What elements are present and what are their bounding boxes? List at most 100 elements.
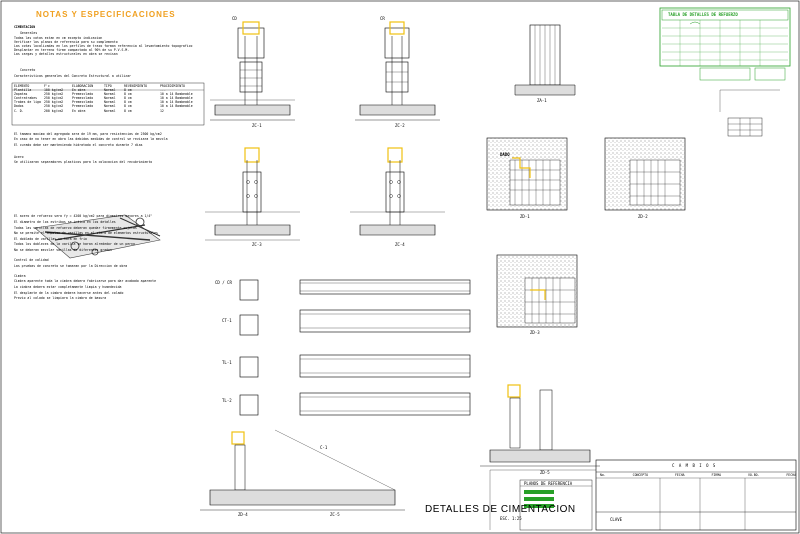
mix-table-cell: 8 cm [124, 108, 132, 113]
spec-paragraph: Acero [14, 154, 24, 159]
concreto-intro: Caracteristicas generales del Concreto E… [14, 74, 132, 78]
plan-zd2 [604, 137, 686, 211]
footing-zc1 [210, 21, 295, 121]
spec-paragraph: Control de calidad [14, 258, 49, 263]
spec-paragraph: Las pruebas de concreto se tomaran por l… [14, 263, 128, 268]
note-line: Desplantar en terreno firme compactado a… [14, 48, 130, 53]
label-zc3: ZC-3 [252, 242, 262, 247]
mix-table-cell: Premezclado [72, 96, 94, 101]
column-header: CONCEPTO [632, 473, 649, 477]
spec-paragraph: No se deberan mezclar varillas de difere… [14, 248, 112, 253]
mix-table-cell: 8 cm [124, 88, 132, 93]
label-zd3: ZD-3 [530, 330, 540, 335]
label-zd1: ZD-1 [520, 214, 530, 219]
mix-table-cell: 200 kg/cm2 [44, 108, 64, 113]
mix-header-cell: F'c [44, 84, 50, 88]
mix-table-cell: 250 kg/cm2 [44, 92, 64, 97]
footing-zc4 [350, 147, 445, 236]
title-block-header: C A M B I O S [672, 463, 717, 468]
mix-table-cell: En obra [72, 88, 86, 93]
mix-table-cell: Premezclado [72, 92, 94, 97]
mix-table-cell: 8 cm [124, 92, 132, 97]
label-cd: CD [232, 16, 237, 21]
mix-table-cell: 10 a 14 Bombeable [160, 104, 193, 109]
label-cd-cr: CD / CR [215, 280, 232, 285]
spec-paragraph: Cimbra [14, 273, 26, 278]
spec-paragraph: Previo al colado se limpiara la cimbra d… [14, 296, 107, 301]
mix-table-row: Dados 250 kg/cm2 Premezclado Normal 8 cm 10 a… [14, 104, 204, 108]
plan-zd3 [496, 254, 578, 328]
cimentacion-label: CIMENTACION [14, 25, 36, 29]
key-label: CLAVE [610, 517, 623, 522]
column-header: VO.BO. [747, 473, 760, 477]
beam-ct1 [239, 309, 471, 336]
title-block [489, 459, 797, 531]
label-za1: ZA-1 [537, 98, 547, 103]
spec-paragraph: La cimbra debera estar completamente lim… [14, 285, 122, 289]
mix-header-cell: ELEMENTO [14, 84, 30, 88]
note-line: Las cotas localizadas en los perfiles de… [14, 44, 193, 49]
label-axis: C-1 [320, 445, 328, 450]
label-zd2: ZD-2 [638, 214, 648, 219]
label-tl1: TL-1 [222, 360, 232, 365]
mix-table-cell: 10 a 14 Bombeable [160, 92, 193, 97]
concreto-label: Concreto [20, 68, 36, 72]
mix-table-cell: Plantilla [14, 88, 32, 93]
section-zd5 [480, 384, 600, 467]
general-label: Generales [20, 31, 38, 35]
mix-table-cell: 250 kg/cm2 [44, 96, 64, 101]
mix-table-cell: Contratrabes [14, 96, 38, 101]
reference-plan-label: PLANOS DE REFERENCIA [524, 481, 573, 486]
beam-tl2 [239, 392, 471, 416]
spec-paragraph: El diametro de los estribos se indica en… [14, 220, 116, 225]
mix-table-cell: 100 kg/cm2 [44, 88, 64, 93]
legend-small [719, 89, 780, 137]
mix-table-cell: 250 kg/cm2 [44, 100, 64, 105]
column-header: FIRMA [711, 473, 722, 477]
plan-zd1 [486, 137, 568, 211]
section-zd4 [200, 429, 405, 511]
note-line: Las cargas y detalles estructurales en o… [14, 52, 118, 57]
mix-table-cell: 8 cm [124, 100, 132, 105]
label-zc4: ZC-4 [395, 242, 405, 247]
mix-table-cell: C. D. [14, 108, 24, 113]
notes-title: NOTAS Y ESPECIFICACIONES [36, 10, 176, 19]
spec-paragraph: El doblado de varillas se hara en frio [14, 236, 87, 241]
mix-table-grid [11, 82, 205, 126]
mix-table-cell: Normal [104, 92, 116, 97]
mix-table-cell: Normal [104, 96, 116, 101]
mix-table-cell: Normal [104, 104, 116, 109]
note-line: Todas las cotas estan en cm excepto indi… [14, 36, 103, 40]
label-cr: CR [380, 16, 385, 21]
label-zd4: ZD-4 [238, 512, 248, 517]
spec-paragraph: Todos los dobleces de la varilla se hara… [14, 242, 135, 247]
column-header: FECHA [674, 473, 685, 477]
spec-paragraph: El curado debe ser manteniendo hidratado… [14, 142, 143, 147]
scale-label: ESC. 1:25 [500, 516, 522, 521]
spec-paragraph: No se permite el empalme de varillas en … [14, 231, 158, 236]
label-zc2: ZC-2 [395, 123, 405, 128]
mix-table-cell: Normal [104, 88, 116, 93]
mix-table-cell: Premezclado [72, 104, 94, 109]
mix-table-cell: Dados [14, 104, 24, 109]
mix-table-cell: En obra [72, 108, 86, 113]
mix-header-cell: PROCEDIMIENTO [160, 84, 185, 88]
beam-cd-cr [239, 279, 471, 301]
mix-table-cell: 250 kg/cm2 [44, 104, 64, 109]
mix-table-cell: 8 cm [124, 104, 132, 109]
mix-table-cell: Trabes de liga [14, 100, 41, 105]
spec-paragraph: Todas las varillas de refuerzo deberan q… [14, 225, 137, 230]
label-zc1: ZC-1 [252, 123, 262, 128]
column-header: FECHA [786, 473, 796, 477]
spec-paragraph: Se utilizaran separadores plasticos para… [14, 160, 153, 165]
mix-table-cell: --- [160, 88, 166, 93]
change-columns: No. CONCEPTO FECHA FIRMA VO.BO. FECHA [600, 473, 796, 477]
mix-table-cell: Premezclado [72, 100, 94, 105]
mix-table-cell: 10 a 14 Bombeable [160, 100, 193, 105]
label-ct1: CT-1 [222, 318, 232, 323]
specification-paragraphs: El tamano maximo del agregado sera de 19… [14, 130, 204, 301]
